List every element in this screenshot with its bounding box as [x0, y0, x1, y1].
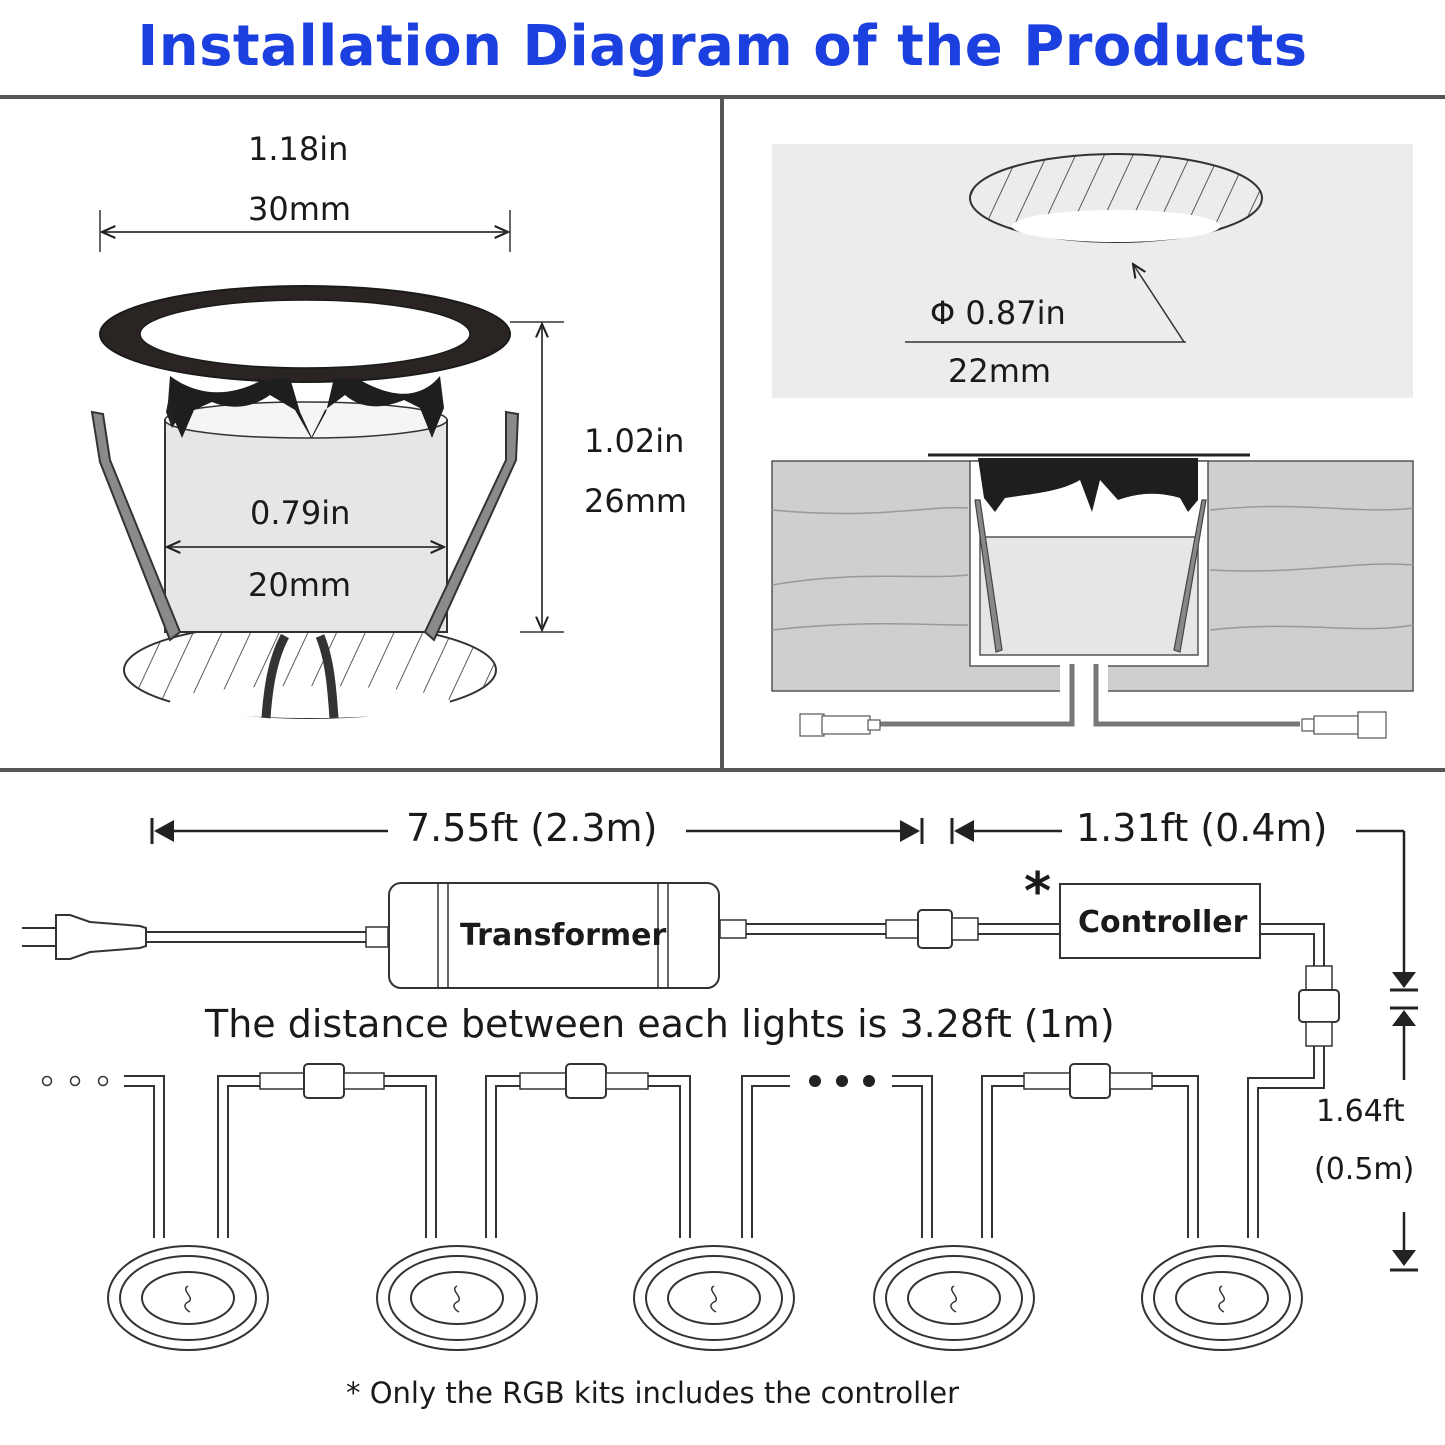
light-leads — [124, 1075, 1199, 1238]
rgb-kit-footnote: * Only the RGB kits includes the control… — [346, 1376, 960, 1410]
mounting-hole-drawing — [772, 144, 1413, 398]
height-inch-label: 1.02in — [584, 422, 685, 460]
hole-diameter-inch-label: Φ 0.87in — [930, 294, 1066, 332]
installed-section-drawing — [771, 453, 1414, 739]
body-width-mm-label: 20mm — [248, 566, 352, 604]
transformer-box — [388, 882, 1060, 989]
top-width-inch-label: 1.18in — [248, 130, 349, 168]
diagram-title: Installation Diagram of the Products — [137, 14, 1308, 79]
continuation-dots-left — [41, 1075, 109, 1087]
transformer-label: Transformer — [460, 918, 667, 953]
deck-light-2 — [376, 1245, 538, 1351]
light-spacing-note: The distance between each lights is 3.28… — [205, 1002, 1115, 1046]
deck-light-4 — [873, 1245, 1035, 1351]
power-plug-icon — [22, 914, 389, 960]
controller-box — [1059, 883, 1340, 1238]
height-mm-label: 26mm — [584, 482, 688, 520]
drop-length-m-label: (0.5m) — [1314, 1152, 1415, 1187]
hole-diameter-mm-label: 22mm — [948, 352, 1052, 390]
top-width-mm-label: 30mm — [248, 190, 352, 228]
controller-cable-length-label: 1.31ft (0.4m) — [1076, 806, 1328, 850]
deck-light-1 — [107, 1245, 269, 1351]
wiring-dimension-lines — [150, 818, 1418, 1272]
inline-connectors — [259, 1063, 1153, 1099]
drop-length-ft-label: 1.64ft — [1316, 1094, 1405, 1129]
body-width-inch-label: 0.79in — [250, 494, 351, 532]
controller-asterisk: * — [1024, 862, 1052, 922]
continuation-dots-middle — [809, 1075, 875, 1087]
controller-label: Controller — [1078, 905, 1248, 940]
panel-frame — [0, 95, 1445, 772]
deck-light-5 — [1141, 1245, 1303, 1351]
product-dimension-drawing — [90, 210, 564, 719]
deck-light-3 — [633, 1245, 795, 1351]
transformer-cable-length-label: 7.55ft (2.3m) — [406, 806, 658, 850]
